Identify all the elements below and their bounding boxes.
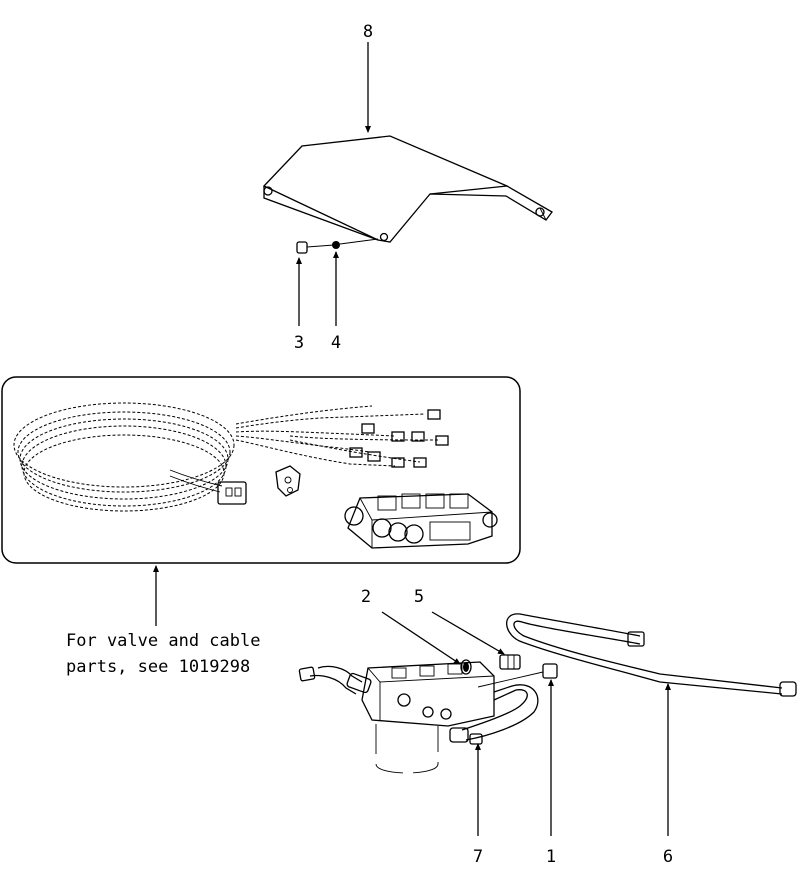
valve-bank [344, 493, 498, 549]
callout-1: 1 [546, 847, 556, 867]
seal-ring-part [460, 659, 472, 675]
callout-5: 5 [414, 587, 424, 607]
cable-connectors [349, 409, 449, 468]
cable-harness [235, 405, 441, 467]
note-line-1: For valve and cable [66, 631, 260, 651]
detail-box [1, 376, 521, 564]
callout-7: 7 [473, 847, 483, 867]
callout-8: 8 [363, 22, 373, 42]
callout-6: 6 [663, 847, 673, 867]
bracket-part [275, 465, 301, 497]
screw-part [296, 241, 335, 254]
valve-assembly [298, 661, 539, 774]
callout-2: 2 [361, 587, 371, 607]
callout-3: 3 [294, 333, 304, 353]
note-line-2: parts, see 1019298 [66, 657, 250, 677]
hose-part [506, 613, 797, 697]
cable-coil [13, 402, 247, 512]
washer-part [332, 238, 379, 249]
nipple-part [499, 654, 521, 670]
callout-4: 4 [331, 333, 341, 353]
cover-part [262, 135, 553, 243]
plug-part [477, 663, 558, 688]
